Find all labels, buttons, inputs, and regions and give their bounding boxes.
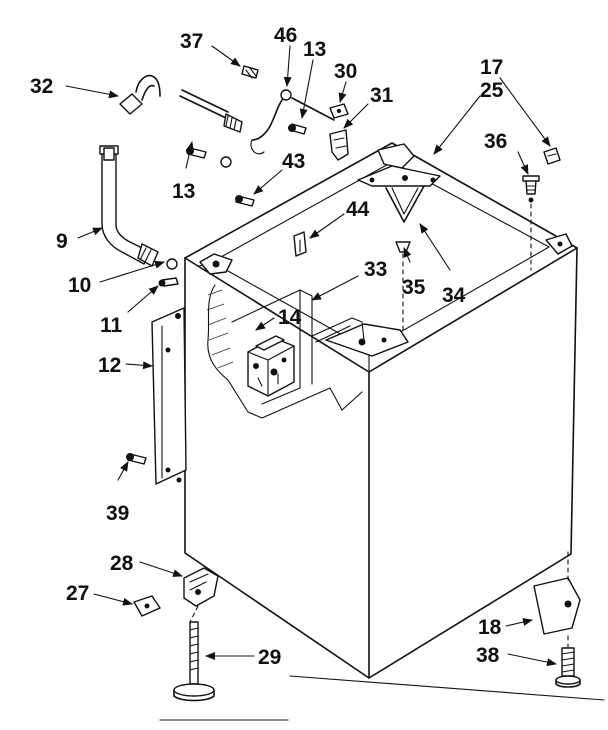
arrow-12 <box>125 361 153 370</box>
hose-9 <box>99 145 159 267</box>
suspension-bracket-34 <box>385 185 425 223</box>
label-25: 25 <box>480 79 504 102</box>
callout-labels: 37 46 13 30 31 17 25 32 36 13 43 44 9 33… <box>30 24 507 669</box>
screw-43 <box>235 195 255 207</box>
screw-36 <box>522 175 540 203</box>
label-33: 33 <box>364 258 387 281</box>
label-32: 32 <box>30 75 53 98</box>
arrow-38 <box>507 653 557 667</box>
label-10: 10 <box>68 274 91 297</box>
pressure-switch-14 <box>247 335 295 397</box>
wire-harness-46 <box>250 89 335 155</box>
cabinet-body <box>184 142 578 679</box>
arrow-31 <box>343 103 369 129</box>
label-31: 31 <box>370 84 394 107</box>
label-17: 17 <box>480 56 503 79</box>
arrow-37 <box>211 45 241 67</box>
dashed-leaders <box>189 203 569 649</box>
label-39: 39 <box>106 502 129 525</box>
leveling-foot-38 <box>555 647 581 688</box>
rear-bracket-18 <box>533 577 581 635</box>
label-46: 46 <box>274 24 297 47</box>
clip-27 <box>133 595 161 617</box>
label-18: 18 <box>478 616 502 639</box>
arrow-11 <box>127 285 159 313</box>
bracket-12 <box>151 307 187 485</box>
label-34: 34 <box>442 284 466 307</box>
clip-44 <box>293 231 307 257</box>
clip-30 <box>329 103 349 119</box>
leg-bracket-28 <box>183 567 219 607</box>
arrow-27 <box>93 593 133 606</box>
label-37: 37 <box>180 30 203 53</box>
arrow-46 <box>283 45 292 87</box>
arrow-32 <box>65 85 119 99</box>
arrow-13a <box>299 59 314 119</box>
bumper-35 <box>395 241 411 253</box>
arrow-14 <box>255 317 275 331</box>
arrow-9 <box>77 227 103 239</box>
screw-37 <box>241 65 259 79</box>
leveling-leg-29 <box>173 621 215 702</box>
arrow-39 <box>117 461 129 481</box>
label-14: 14 <box>278 306 302 329</box>
label-30: 30 <box>334 60 357 83</box>
arrow-18 <box>505 618 533 627</box>
label-35: 35 <box>402 276 426 299</box>
arrow-13b <box>185 141 194 169</box>
floor-lines <box>159 675 605 721</box>
label-13: 13 <box>303 38 326 61</box>
arrow-34 <box>419 223 451 271</box>
label-9: 9 <box>56 230 68 253</box>
label-36: 36 <box>484 130 507 153</box>
label-27: 27 <box>66 582 89 605</box>
screw-13-upper <box>288 123 307 135</box>
label-38: 38 <box>476 644 500 667</box>
label-11: 11 <box>100 314 123 337</box>
arrow-36 <box>517 151 529 175</box>
label-44: 44 <box>346 198 370 221</box>
bracket-17 <box>543 147 561 165</box>
label-43: 43 <box>282 150 305 173</box>
arrow-28 <box>139 561 183 577</box>
screw-11 <box>158 277 179 287</box>
label-13: 13 <box>172 180 195 203</box>
arrow-30 <box>338 81 347 103</box>
arrow-33 <box>311 275 359 301</box>
screw-13-lower <box>186 147 232 168</box>
clamp-10 <box>166 258 178 270</box>
arrow-10 <box>99 260 165 283</box>
leader-arrows <box>65 45 557 667</box>
label-12: 12 <box>98 354 121 377</box>
lid-switch-33 <box>311 317 365 343</box>
screw-39 <box>126 453 147 465</box>
arrow-35 <box>403 247 412 263</box>
label-29: 29 <box>258 646 281 669</box>
bracket-31 <box>329 129 349 161</box>
arrow-43 <box>253 169 283 195</box>
top-frame-corners <box>199 143 573 357</box>
arrow-44 <box>309 213 345 239</box>
label-28: 28 <box>110 552 134 575</box>
arrow-25 <box>433 95 481 155</box>
power-cord-32 <box>119 74 243 133</box>
arrow-17 <box>499 77 551 147</box>
